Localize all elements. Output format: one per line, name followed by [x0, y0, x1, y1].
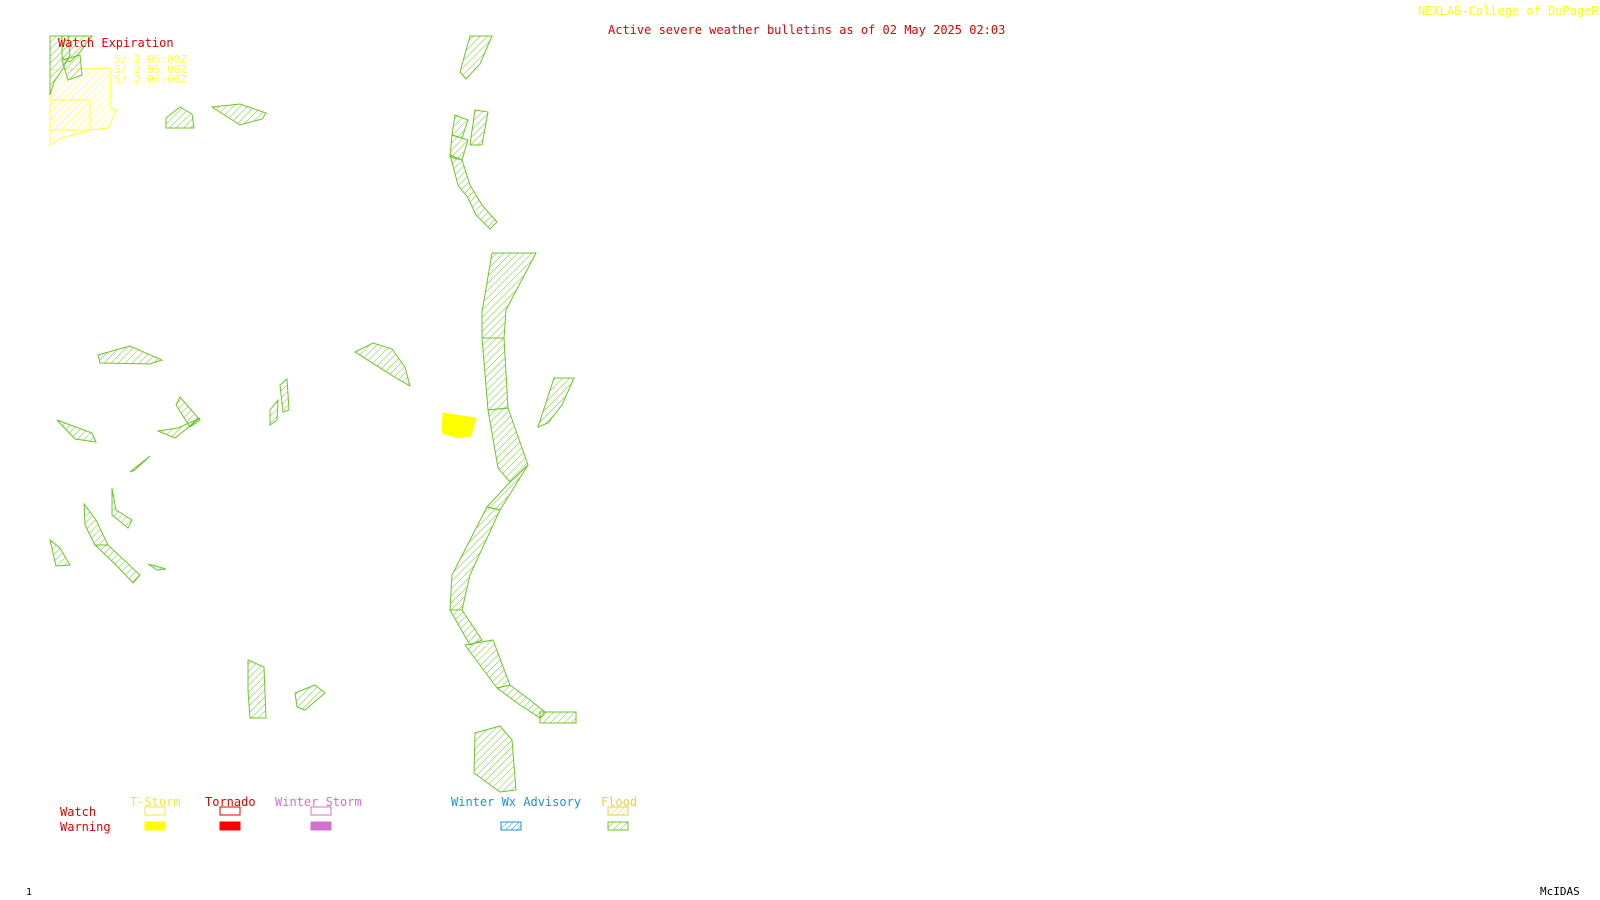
flood-watch-swatch [607, 806, 629, 816]
legend-warning-row-label: Warning [60, 820, 111, 834]
winter-storm-warning-swatch [310, 821, 332, 831]
tstorm-warning-polygon [441, 412, 477, 439]
watch-expiration-time-1: 5/ 2 05:00Z [114, 53, 187, 66]
watch-expiration-title: Watch Expiration [58, 36, 174, 50]
tstorm-watch-area [49, 67, 118, 146]
tstorm-warning-swatch [144, 821, 166, 831]
credit-suffix: R [1591, 4, 1599, 18]
software-label: McIDAS [1540, 885, 1580, 898]
legend-tstorm-label: T-Storm [130, 795, 181, 809]
tstorm-watch-swatch [144, 806, 166, 816]
tornado-watch-swatch [219, 806, 241, 816]
legend-swatches [144, 806, 629, 831]
winter-advisory-swatch [500, 821, 522, 831]
credit-text: NEXLAB-College of DuPage [1418, 4, 1592, 18]
flood-warning-swatch [607, 821, 629, 831]
legend-tornado-label: Tornado [205, 795, 256, 809]
flood-warning-polygons [49, 35, 577, 793]
bulletin-title: Active severe weather bulletins as of 02… [608, 23, 1006, 37]
credit-label: NEXLAB-College of DuPageR [1418, 4, 1599, 18]
tornado-warning-swatch [219, 821, 241, 831]
legend-winter-advisory-label: Winter Wx Advisory [451, 795, 582, 809]
legend-winter-storm-label: Winter Storm [275, 795, 362, 809]
legend-flood-label: Flood [601, 795, 638, 809]
legend-watch-row-label: Watch [60, 805, 97, 819]
watch-expiration-time-2: 5/ 2 05:00Z [114, 63, 187, 76]
frame-number: 1 [26, 887, 33, 898]
winter-storm-watch-swatch [310, 806, 332, 816]
watch-expiration-time-3: 5/ 2 06:00Z [114, 73, 187, 86]
